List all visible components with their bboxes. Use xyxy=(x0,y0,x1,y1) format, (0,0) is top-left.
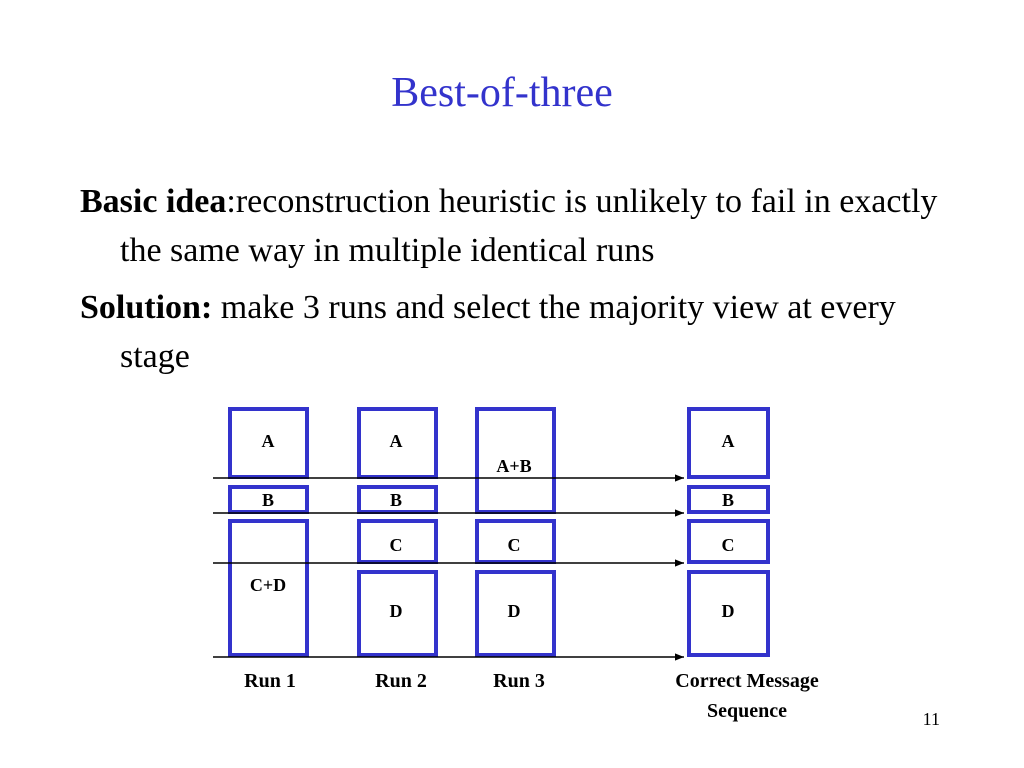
correct-sequence-label-line2: Sequence xyxy=(707,700,787,722)
run-2-block-b-label: B xyxy=(390,490,402,510)
run-2-block-a xyxy=(357,407,438,479)
run-1-block-b xyxy=(228,485,309,514)
correct-block-b-label: B xyxy=(722,490,734,510)
run-3-block-ab-label: A+B xyxy=(496,456,531,476)
slide-title: Best-of-three xyxy=(391,70,613,116)
run-2-block-d xyxy=(357,570,438,657)
correct-block-c-label: C xyxy=(722,535,735,555)
run-2-block-d-label: D xyxy=(390,601,403,621)
run-2-label: Run 2 xyxy=(375,670,427,692)
run-3-label: Run 3 xyxy=(493,670,545,692)
run-2-block-a-label: A xyxy=(390,431,403,451)
bullet-basic-idea: Basic idea:reconstruction heuristic is u… xyxy=(80,177,940,275)
run-1-block-a xyxy=(228,407,309,479)
bullet-solution: Solution: make 3 runs and select the maj… xyxy=(80,283,940,381)
correct-block-d-label: D xyxy=(722,601,735,621)
run-3-block-ab xyxy=(475,407,556,514)
correct-sequence-column: A B C D Correct Message Sequence xyxy=(675,407,819,722)
boundary-arrows xyxy=(213,474,684,661)
correct-block-a-label: A xyxy=(722,431,735,451)
run-2-block-c-label: C xyxy=(390,535,403,555)
run-3-block-c-label: C xyxy=(508,535,521,555)
correct-block-c xyxy=(687,519,770,564)
bullet-solution-text: make 3 runs and select the majority view… xyxy=(120,289,896,375)
run-2-column: A B C D Run 2 xyxy=(357,407,438,692)
run-1-label: Run 1 xyxy=(244,670,296,692)
bullet-basic-idea-text: :reconstruction heuristic is unlikely to… xyxy=(120,183,938,269)
run-2-block-c xyxy=(357,519,438,564)
correct-block-a xyxy=(687,407,770,479)
run-1-column: A B C+D Run 1 xyxy=(228,407,309,692)
run-3-block-d xyxy=(475,570,556,657)
run-3-block-d-label: D xyxy=(508,601,521,621)
run-1-block-b-label: B xyxy=(262,490,274,510)
run-1-block-a-label: A xyxy=(262,431,275,451)
run-3-block-c xyxy=(475,519,556,564)
run-2-block-b xyxy=(357,485,438,514)
correct-sequence-label-line1: Correct Message xyxy=(675,670,819,692)
run-1-block-cd-label: C+D xyxy=(250,575,286,595)
correct-block-b xyxy=(687,485,770,514)
run-1-block-cd xyxy=(228,519,309,657)
bullet-basic-idea-lead: Basic idea xyxy=(80,183,227,220)
run-3-column: A+B C D Run 3 xyxy=(475,407,556,692)
page-number: 11 xyxy=(922,709,940,729)
bullet-solution-lead: Solution: xyxy=(80,289,213,326)
correct-block-d xyxy=(687,570,770,657)
